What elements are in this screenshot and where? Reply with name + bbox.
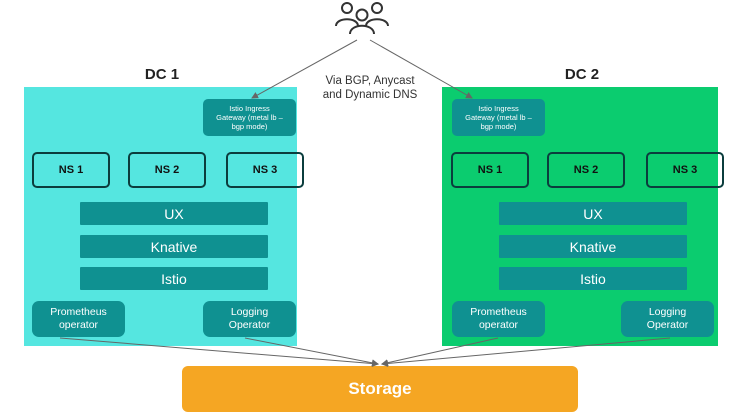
arrow-dc2-prometheus-to-storage [381,337,499,367]
dc2-prometheus-operator: Prometheus operator [452,301,545,337]
dc1-ns-2: NS 2 [128,152,206,188]
operator-line: Operator [228,319,271,331]
gateway-line: Gateway (metal lb – [465,113,532,122]
dc2-title: DC 2 [564,66,600,83]
arrow-users-to-dc1-gateway [251,39,358,99]
gateway-line: bgp mode) [480,122,517,131]
dc1-ns-1: NS 1 [32,152,110,188]
dc1-title: DC 1 [144,66,180,83]
note-line: Via BGP, Anycast [325,75,415,87]
dc1-prometheus-operator: Prometheus operator [32,301,125,337]
gateway-line: Gateway (metal lb – [216,113,283,122]
dc2-panel: Istio Ingress Gateway (metal lb – bgp mo… [442,87,724,346]
operator-line: Prometheus [50,306,107,318]
dc1-ns-3: NS 3 [226,152,304,188]
note-line: and Dynamic DNS [322,89,418,101]
storage-box: Storage [182,366,578,412]
gateway-line: Istio Ingress [229,104,270,113]
connection-note: Via BGP, Anycast and Dynamic DNS [310,74,430,102]
dc2-ns-2: NS 2 [547,152,625,188]
dc2-istio-layer: Istio [499,267,687,290]
operator-line: operator [478,319,519,331]
operator-line: Prometheus [470,306,527,318]
gateway-line: bgp mode) [231,122,268,131]
arrow-dc2-logging-to-storage [381,337,671,367]
operator-line: operator [58,319,99,331]
dc2-logging-operator: Logging Operator [621,301,714,337]
dc1-panel: Istio Ingress Gateway (metal lb – bgp mo… [24,87,304,346]
dc1-logging-operator: Logging Operator [203,301,296,337]
operator-line: Operator [646,319,689,331]
gateway-line: Istio Ingress [478,104,519,113]
dc2-ns-1: NS 1 [451,152,529,188]
arrow-dc1-prometheus-to-storage [59,337,379,367]
dc1-knative-layer: Knative [80,235,268,258]
dc2-knative-layer: Knative [499,235,687,258]
arrow-users-to-dc2-gateway [369,39,473,99]
dc2-istio-ingress-gateway: Istio Ingress Gateway (metal lb – bgp mo… [452,99,545,136]
dc1-istio-layer: Istio [80,267,268,290]
dc2-ns-3: NS 3 [646,152,724,188]
operator-line: Logging [648,306,687,318]
users-icon [335,2,389,35]
arrow-dc1-logging-to-storage [244,337,379,367]
operator-line: Logging [230,306,269,318]
dc1-ux-layer: UX [80,202,268,225]
dc1-istio-ingress-gateway: Istio Ingress Gateway (metal lb – bgp mo… [203,99,296,136]
dc2-ux-layer: UX [499,202,687,225]
